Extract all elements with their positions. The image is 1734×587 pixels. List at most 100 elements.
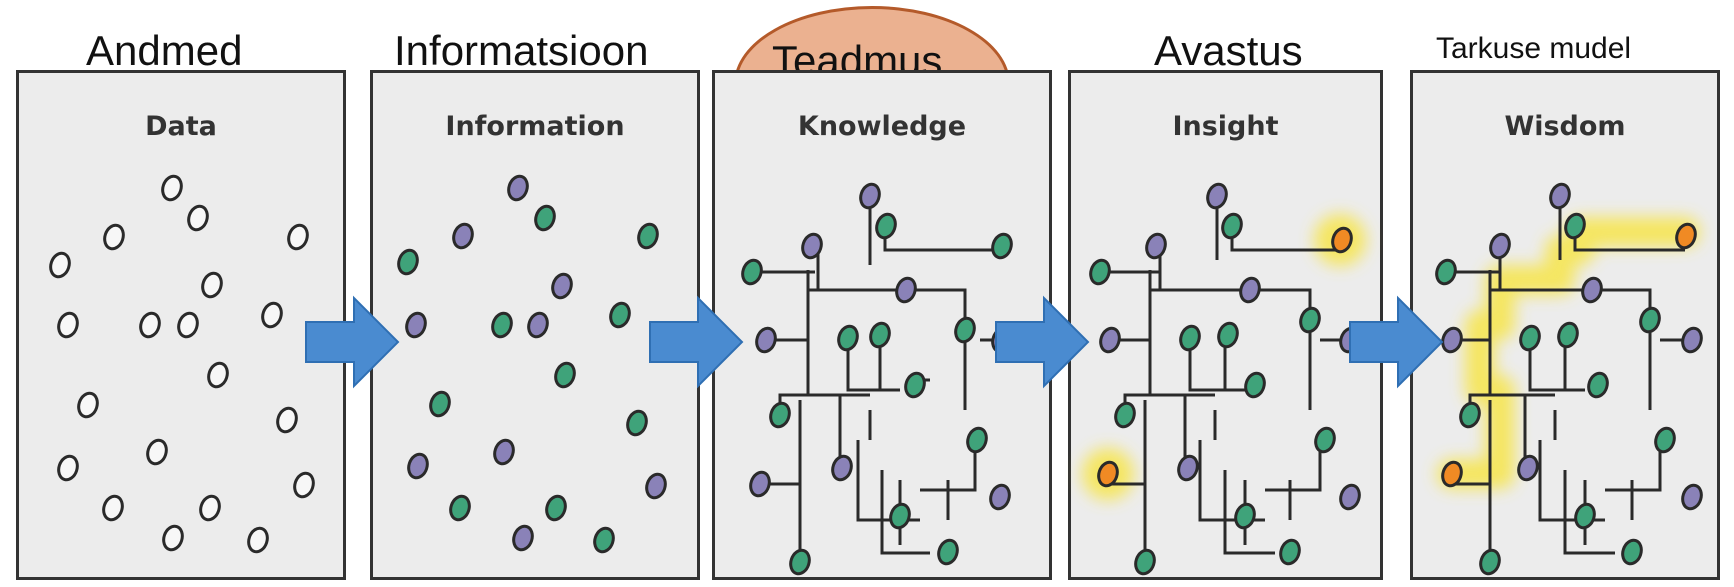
- insight-node: [1244, 371, 1266, 399]
- wisdom-node: [1459, 401, 1481, 429]
- insight-node: [1331, 226, 1353, 254]
- knowledge-connector: [940, 288, 967, 330]
- arrow-right-icon: [1349, 295, 1444, 389]
- wisdom-node: [1441, 326, 1463, 354]
- data-node: [102, 494, 124, 522]
- wisdom-node: [1517, 454, 1539, 482]
- insight-node: [1279, 538, 1301, 566]
- information-node: [405, 311, 427, 339]
- arrow-layer: [305, 295, 1444, 389]
- information-node: [527, 311, 549, 339]
- node-layer: [49, 174, 1703, 576]
- wisdom-connector: [1528, 340, 1585, 392]
- information-node: [551, 272, 573, 300]
- insight-node: [1179, 324, 1201, 352]
- wisdom-node: [1681, 483, 1703, 511]
- insight-node: [1217, 321, 1239, 349]
- wisdom-node: [1519, 324, 1541, 352]
- information-node: [491, 311, 513, 339]
- insight-node: [1089, 258, 1111, 286]
- insight-connector: [1198, 440, 1265, 522]
- caption-data: Andmed: [86, 27, 243, 74]
- information-node: [493, 438, 515, 466]
- wisdom-node: [1479, 548, 1501, 576]
- panel-title-knowledge: Knowledge: [797, 111, 967, 142]
- insight-node: [1134, 548, 1156, 576]
- information-node: [645, 472, 667, 500]
- knowledge-node: [875, 212, 897, 240]
- knowledge-node: [769, 401, 791, 429]
- data-node: [57, 454, 79, 482]
- knowledge-node: [859, 182, 881, 210]
- wisdom-node: [1564, 212, 1586, 240]
- information-node: [429, 390, 451, 418]
- wisdom-connector: [1605, 445, 1662, 492]
- insight-node: [1206, 182, 1228, 210]
- knowledge-node: [801, 232, 823, 260]
- insight-connector: [1188, 340, 1245, 392]
- wisdom-node: [1557, 321, 1579, 349]
- wisdom-node: [1587, 371, 1609, 399]
- data-node: [293, 471, 315, 499]
- insight-node: [1097, 460, 1119, 488]
- data-node: [207, 361, 229, 389]
- arrow-right-icon: [305, 295, 400, 389]
- information-node: [554, 361, 576, 389]
- knowledge-node: [789, 548, 811, 576]
- insight-node: [1314, 426, 1336, 454]
- data-node: [201, 271, 223, 299]
- insight-node: [1299, 306, 1321, 334]
- knowledge-node: [989, 483, 1011, 511]
- knowledge-connector: [846, 340, 900, 392]
- insight-node: [1239, 276, 1261, 304]
- data-node: [276, 406, 298, 434]
- knowledge-node: [966, 426, 988, 454]
- knowledge-connector: [883, 232, 1000, 252]
- knowledge-node: [889, 502, 911, 530]
- wisdom-node: [1581, 276, 1603, 304]
- insight-node: [1114, 401, 1136, 429]
- information-node: [626, 409, 648, 437]
- panel-title-information: Information: [445, 111, 625, 142]
- wisdom-node: [1441, 460, 1463, 488]
- information-node: [637, 222, 659, 250]
- knowledge-node: [954, 316, 976, 344]
- knowledge-connector: [920, 445, 977, 492]
- data-node: [177, 311, 199, 339]
- arrow-right-icon: [995, 295, 1090, 389]
- insight-node: [1099, 326, 1121, 354]
- wisdom-node: [1574, 502, 1596, 530]
- insight-connector: [1223, 470, 1275, 555]
- knowledge-node: [991, 232, 1013, 260]
- caption-information: Informatsioon: [394, 27, 649, 74]
- panel-title-insight: Insight: [1172, 111, 1279, 142]
- information-node: [545, 494, 567, 522]
- knowledge-node: [904, 371, 926, 399]
- knowledge-node: [831, 454, 853, 482]
- caption-insight: Avastus: [1154, 27, 1303, 74]
- information-node: [407, 452, 429, 480]
- data-node: [57, 311, 79, 339]
- wisdom-node: [1435, 258, 1457, 286]
- data-node: [199, 494, 221, 522]
- wisdom-node: [1549, 182, 1571, 210]
- information-node: [507, 174, 529, 202]
- data-node: [161, 174, 183, 202]
- information-node: [609, 301, 631, 329]
- insight-node: [1145, 232, 1167, 260]
- information-node: [534, 204, 556, 232]
- data-node: [146, 438, 168, 466]
- wisdom-path-glow: [1437, 217, 1700, 489]
- panel-title-data: Data: [145, 111, 217, 142]
- knowledge-node: [741, 258, 763, 286]
- panel-title-wisdom: Wisdom: [1504, 111, 1626, 142]
- wisdom-connector: [1538, 440, 1605, 522]
- insight-connector: [1123, 393, 1215, 410]
- data-node: [103, 223, 125, 251]
- information-node: [452, 222, 474, 250]
- insight-node: [1221, 212, 1243, 240]
- knowledge-connector: [778, 393, 870, 410]
- information-node: [449, 494, 471, 522]
- knowledge-node: [837, 324, 859, 352]
